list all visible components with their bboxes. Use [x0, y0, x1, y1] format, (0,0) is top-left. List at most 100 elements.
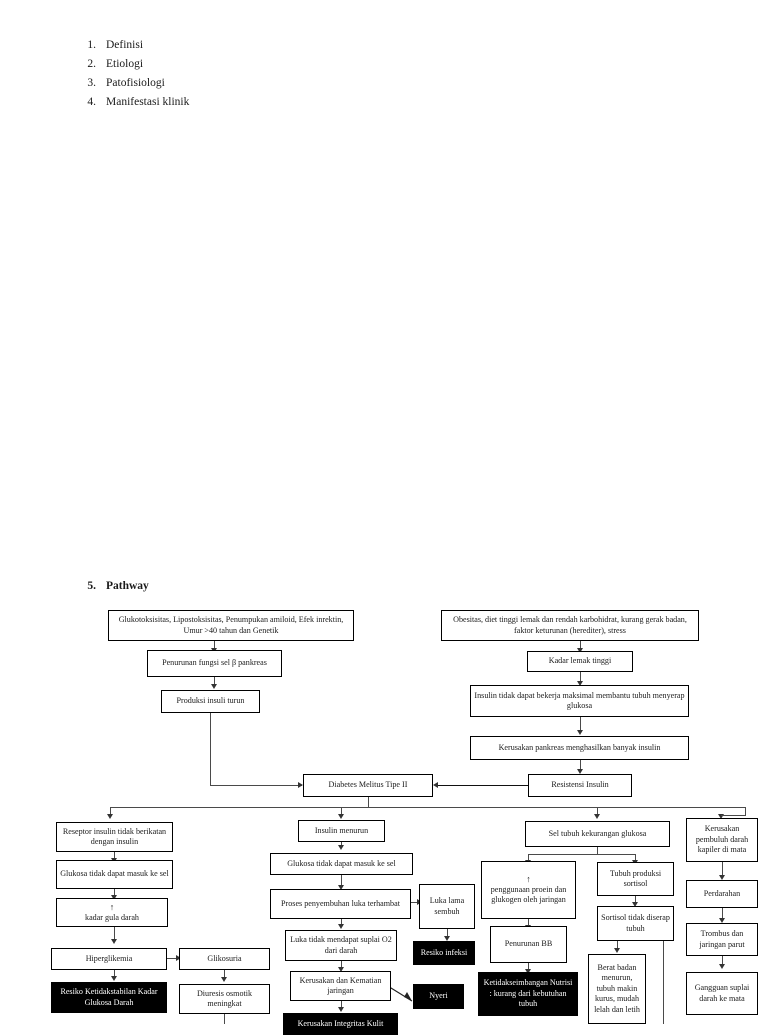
edge-n30-n31: [635, 896, 637, 904]
list-item-number: 1.: [87, 39, 96, 51]
edge-n1-n2: [214, 640, 216, 650]
arrowhead: [576, 648, 583, 653]
flow-node-penurunan-bb: Penurunan BB: [490, 926, 567, 963]
flow-node-resiko-ketidakstabilan: Resiko Ketidakstabilan Kadar Glukosa Dar…: [51, 982, 167, 1013]
edge-n26-split-bus: [528, 854, 635, 856]
arrowhead: [337, 814, 344, 819]
node-label: Glukosa tidak dapat masuk ke sel: [287, 858, 396, 868]
arrowhead: [337, 1007, 344, 1012]
flow-node-proses-penyembuhan-luka: Proses penyembuhan luka terhambat: [270, 889, 411, 919]
node-label: Insulin tidak dapat bekerja maksimal mem…: [474, 690, 685, 710]
flow-node-insulin-tidak-maksimal: Insulin tidak dapat bekerja maksimal mem…: [470, 685, 689, 717]
node-label: Gangguan suplai darah ke mata: [694, 983, 750, 1003]
node-label: Luka tidak mendapat suplai O2 dari darah: [290, 935, 392, 955]
flow-node-glukotoksisitas: Glukotoksisitas, Lipostoksisitas, Penump…: [108, 610, 354, 641]
node-label: Luka lama sembuh: [429, 896, 465, 916]
edge-bus-drop-2: [341, 807, 343, 816]
edge-bus-drop-4: [745, 807, 747, 816]
node-label: Glukosa tidak dapat masuk ke sel: [60, 869, 169, 879]
edge-n19-n23: [410, 902, 419, 904]
node-label: Penurunan fungsi sel β pankreas: [162, 658, 267, 668]
node-label: Perdarahan: [703, 888, 741, 898]
edge-bus-drop-3: [597, 807, 599, 816]
node-label: Diuresis osmotik meningkat: [196, 988, 253, 1008]
flow-node-diuresis-osmotik: Diuresis osmotik meningkat: [179, 984, 270, 1014]
arrowhead: [337, 924, 344, 929]
edge-n23-n24: [447, 929, 449, 938]
flow-node-resiko-infeksi: Resiko infeksi: [413, 941, 475, 965]
arrowhead: [718, 964, 725, 969]
edge-n13-n15: [166, 958, 178, 960]
list-item-number: 4.: [87, 96, 96, 108]
edge-n2-n3: [214, 676, 216, 686]
flow-node-reseptor-insulin: Reseptor insulin tidak berikatan dengan …: [56, 822, 173, 852]
section-title: Pathway: [106, 580, 149, 592]
node-label: Kerusakan pembuluh darah kapiler di mata: [695, 824, 749, 855]
edge-n11-n12: [114, 889, 116, 897]
arrowhead: [576, 730, 583, 735]
arrowhead: [613, 948, 620, 953]
edge-n8-n9: [437, 785, 534, 787]
arrowhead: [298, 781, 303, 788]
edge-n16-down: [224, 1014, 226, 1024]
node-label: Sel tubuh kekurangan glukosa: [548, 828, 647, 838]
flow-node-kerusakan-integritas-kulit: Kerusakan Integritas Kulit: [283, 1013, 398, 1035]
node-label: Kerusakan dan Kematian jaringan: [299, 975, 382, 995]
node-label: Kerusakan pankreas menghasilkan banyak i…: [498, 742, 661, 752]
list-item-number: 3.: [87, 77, 96, 89]
flow-node-sel-tubuh-kekurangan-glukosa: Sel tubuh kekurangan glukosa: [525, 821, 670, 847]
edge-n4-n5: [580, 641, 582, 651]
arrowhead: [443, 936, 450, 941]
outline-list: 1. Definisi 2. Etiologi 3. Patofisiologi…: [78, 36, 378, 112]
edge-n9-bus-stem: [368, 797, 370, 807]
flow-node-penggunaan-protein-glukogen: ↑ penggunaan proein dan glukogen oleh ja…: [481, 861, 576, 919]
edge-n26-split-stem: [597, 847, 599, 854]
arrowhead: [631, 902, 638, 907]
flow-node-diabetes-melitus-tipe-ii: Diabetes Melitus Tipe II: [303, 774, 433, 797]
flow-node-kadar-lemak-tinggi: Kadar lemak tinggi: [527, 651, 633, 672]
edge-n31-n32: [617, 941, 619, 950]
flow-node-kerusakan-pankreas: Kerusakan pankreas menghasilkan banyak i…: [470, 736, 689, 760]
flow-node-luka-tidak-suplai-o2: Luka tidak mendapat suplai O2 dari darah: [285, 930, 397, 961]
node-label: kadar gula darah: [85, 912, 139, 922]
flow-node-hiperglikemia: Hiperglikemia: [51, 948, 167, 970]
flow-node-tubuh-produksi-sortisol: Tubuh produksi sortisol: [597, 862, 674, 896]
arrowhead: [106, 814, 113, 819]
node-label: Trombus dan jaringan parut: [699, 929, 745, 949]
flow-node-insulin-menurun: Insulin menurun: [298, 820, 385, 842]
node-label: Kerusakan Integritas Kulit: [297, 1018, 384, 1028]
edge-n35-n36: [722, 956, 724, 967]
arrowhead: [110, 939, 117, 944]
flow-node-kerusakan-pembuluh-darah-mata: Kerusakan pembuluh darah kapiler di mata: [686, 818, 758, 862]
flow-node-glukosa-tidak-masuk-sel-mid: Glukosa tidak dapat masuk ke sel: [270, 853, 413, 875]
edge-n13-n14: [114, 970, 116, 978]
node-label: Berat badan menurun, tubuh makin kurus, …: [594, 962, 640, 1014]
arrowhead: [524, 969, 531, 974]
node-label: Glukotoksisitas, Lipostoksisitas, Penump…: [118, 615, 344, 635]
arrowhead: [176, 954, 181, 961]
section-heading: 5. Pathway: [78, 580, 149, 592]
edge-n34-n35: [722, 908, 724, 921]
up-arrow-icon: ↑: [109, 902, 115, 913]
arrowhead: [110, 895, 117, 900]
arrowhead: [337, 845, 344, 850]
flow-node-penurunan-fungsi-sel-beta: Penurunan fungsi sel β pankreas: [147, 650, 282, 677]
edge-n26-n27: [528, 854, 530, 862]
arrowhead: [220, 977, 227, 982]
flow-node-trombus-jaringan-parut: Trombus dan jaringan parut: [686, 923, 758, 956]
edge-n21-n22: [341, 1001, 343, 1009]
edge-n6-n7: [580, 717, 582, 733]
list-item-label: Definisi: [106, 39, 144, 51]
list-item-number: 2.: [87, 58, 96, 70]
list-item-label: Etiologi: [106, 58, 144, 70]
section-number: 5.: [87, 580, 96, 592]
arrowhead: [717, 814, 724, 819]
node-label: Proses penyembuhan luka terhambat: [281, 898, 400, 908]
node-label: Tubuh produksi sortisol: [609, 868, 662, 888]
node-label: Insulin menurun: [314, 825, 369, 835]
edge-n3-n9-vertical: [210, 713, 212, 785]
edge-n27-n28: [528, 919, 530, 927]
node-label: Glikosuria: [207, 953, 242, 963]
node-label-wrap: ↑ penggunaan proein dan glukogen oleh ja…: [485, 874, 572, 905]
arrowhead: [576, 681, 583, 686]
